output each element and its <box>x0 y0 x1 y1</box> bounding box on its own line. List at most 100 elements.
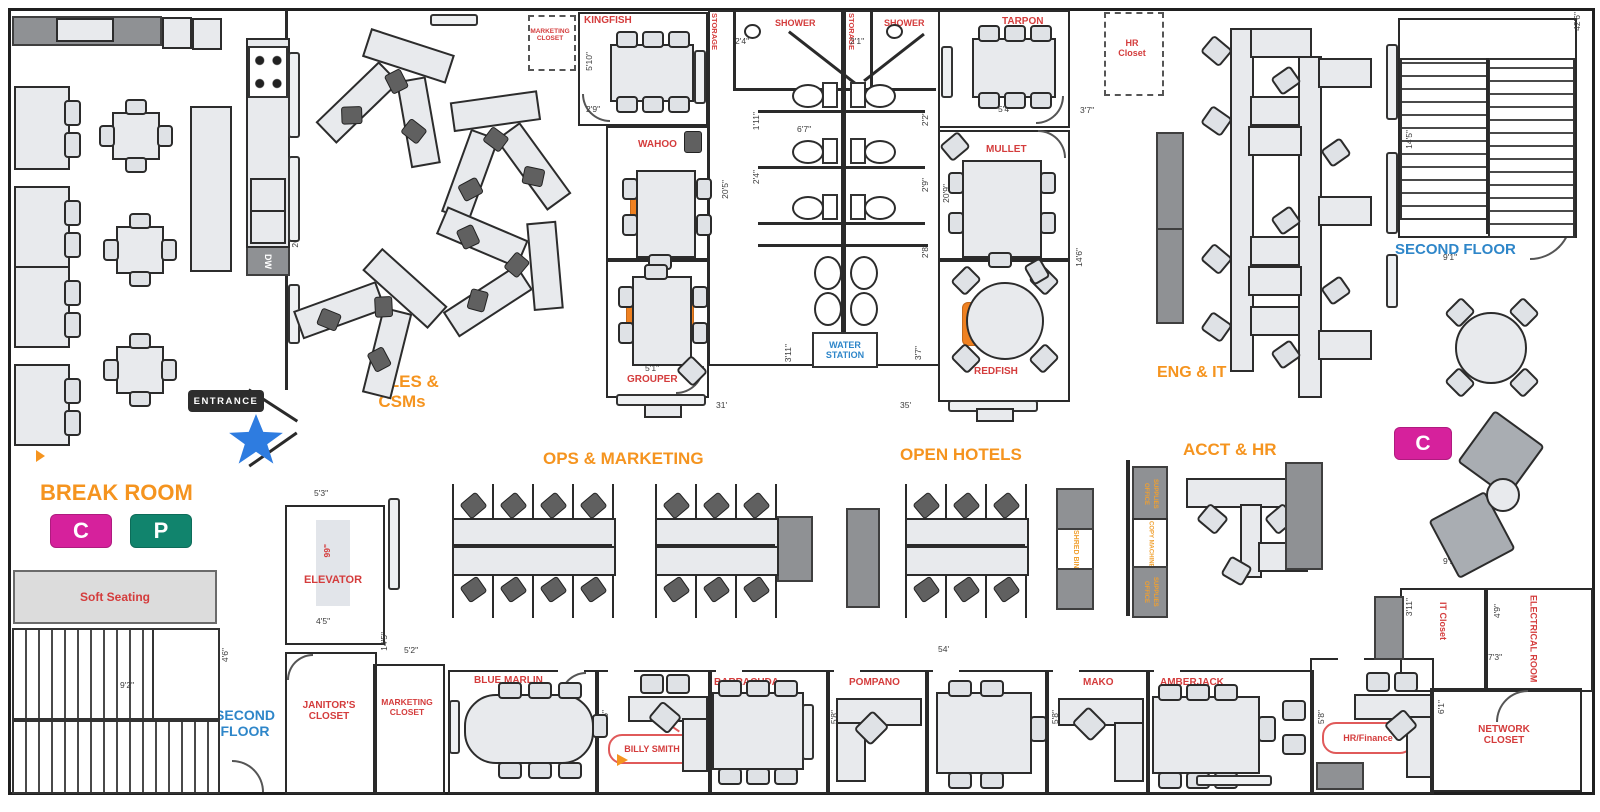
desk <box>1250 28 1312 58</box>
elevator-shaft <box>316 520 350 606</box>
cubicle-desk-row <box>452 546 616 576</box>
label-blue-marlin: BLUE MARLIN <box>474 675 543 686</box>
stall-wall <box>845 222 925 225</box>
chair <box>99 125 115 147</box>
label-shower-1: SHOWER <box>775 18 816 28</box>
chair <box>64 232 81 258</box>
toilet-tank <box>822 194 838 220</box>
dim-elevator-bot: 4'5" <box>316 616 331 626</box>
chair <box>558 762 582 779</box>
sink <box>814 292 842 326</box>
cubicle-partition <box>655 544 775 546</box>
wall-monitor <box>1386 254 1398 308</box>
chair <box>668 31 690 48</box>
chair <box>1030 716 1047 742</box>
dim-stairs-tr-w: 9'1" <box>1443 252 1458 262</box>
chair <box>622 214 638 236</box>
dim-grouper-w: 5'1" <box>645 363 660 373</box>
label-tarpon: TARPON <box>1002 16 1044 27</box>
door-gap <box>1053 668 1079 674</box>
chair <box>642 31 664 48</box>
chair <box>64 100 81 126</box>
chair <box>718 768 742 785</box>
chair <box>1186 684 1210 701</box>
dim-hall-31: 31' <box>716 400 728 410</box>
chair <box>948 172 964 194</box>
room-barracuda <box>708 670 830 794</box>
tv-stand-base <box>976 408 1014 422</box>
chair <box>642 96 664 113</box>
chair <box>644 264 668 280</box>
chair <box>1394 672 1418 692</box>
room-tarpon <box>938 10 1070 128</box>
cabinet <box>777 516 813 582</box>
stairs-top-right-flight2 <box>1488 58 1575 238</box>
dim-corridor-left: 20'5" <box>720 180 730 199</box>
desk <box>526 220 564 312</box>
dining-table <box>14 186 70 268</box>
desk <box>449 90 542 133</box>
stairs-top-right-flight1 <box>1400 58 1490 220</box>
chair <box>1282 734 1306 755</box>
dim-tarpon-w: 5'4" <box>998 104 1013 114</box>
stairs-top-right-divider <box>1486 58 1489 234</box>
coffee-machine <box>56 18 114 42</box>
desk <box>1318 196 1372 226</box>
round-table <box>1455 312 1527 384</box>
toilet <box>864 196 896 220</box>
door-gap <box>933 668 959 674</box>
label-hr-closet: HR Closet <box>1118 38 1146 58</box>
side-table <box>1486 478 1520 512</box>
appliance <box>162 17 192 49</box>
desk-cluster <box>422 192 574 344</box>
dim-elevator-h: 99" <box>322 544 332 558</box>
bathroom-center-wall <box>841 10 846 362</box>
chair <box>640 674 664 694</box>
desk <box>1318 330 1372 360</box>
dim-corridor-right: 3'7" <box>913 346 923 361</box>
chair <box>980 680 1004 697</box>
label-mako: MAKO <box>1083 677 1114 688</box>
kitchen-island <box>190 106 232 272</box>
chair <box>340 105 363 125</box>
door-gap <box>558 668 584 674</box>
dim-stairs-tr-h: 14'5" <box>1404 130 1414 149</box>
dim-electrical-w: 4'9" <box>1492 604 1502 619</box>
wall <box>870 10 873 88</box>
chair <box>558 682 582 699</box>
room-marketing-closet-bottom <box>373 664 445 794</box>
label-amberjack: AMBERJACK <box>1160 677 1224 688</box>
room-kingfish <box>578 12 708 126</box>
sink <box>850 292 878 326</box>
wall-monitor <box>449 700 460 754</box>
conference-table <box>464 694 594 764</box>
stairs-top-right-box <box>1398 18 1577 238</box>
stairs-bottom-left-flight1 <box>12 628 156 720</box>
chair <box>696 178 712 200</box>
tv-stand <box>1196 775 1272 786</box>
toilet-tank <box>822 138 838 164</box>
chair <box>746 680 770 697</box>
chair <box>948 680 972 697</box>
label-second-floor-top-right: SECOND FLOOR <box>1395 241 1516 258</box>
cabinet <box>1156 228 1184 324</box>
cubicle-desk-row <box>655 546 779 576</box>
conference-table <box>962 160 1042 258</box>
chair <box>978 92 1000 109</box>
chair <box>1258 716 1276 742</box>
label-it-closet: IT Closet <box>1438 602 1448 641</box>
stairs-bottom-left-landing <box>152 628 220 720</box>
dining-table <box>14 364 70 446</box>
soft-seating: Soft Seating <box>13 570 217 624</box>
dim-mclosets-h: 14'5" <box>379 632 389 651</box>
room-elevator <box>285 505 385 645</box>
label-acct-hr: ACCT & HR <box>1183 440 1277 459</box>
printer-badge-break-room: P <box>130 514 192 548</box>
chair <box>622 178 638 200</box>
coffee-badge-lounge: C <box>1394 427 1452 460</box>
dim-hr-finance: 5'8" <box>1316 710 1326 725</box>
water-station: WATER STATION <box>812 332 878 368</box>
room-hr-closet <box>1104 12 1164 96</box>
chair <box>1158 772 1182 789</box>
